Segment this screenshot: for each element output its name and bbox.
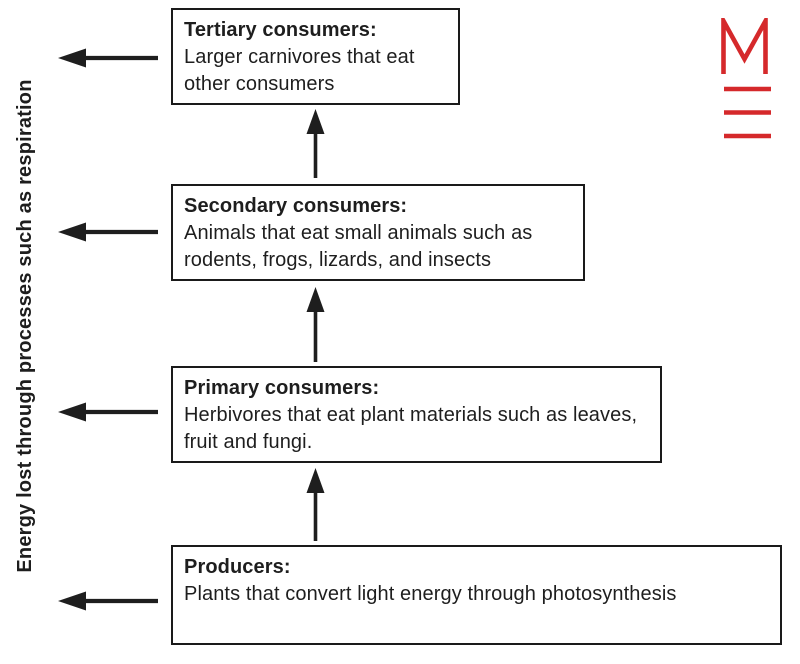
level-description: Animals that eat small animals such as r… xyxy=(184,222,533,271)
level-description: Plants that convert light energy through… xyxy=(184,583,677,605)
level-box-primary-consumers: Primary consumers: Herbivores that eat p… xyxy=(171,366,662,463)
energy-loss-left-arrow-producers xyxy=(58,591,158,611)
level-description: Larger carnivores that eat other consume… xyxy=(184,46,415,95)
logo-m-icon xyxy=(721,18,771,139)
energy-flow-up-arrow-producers-to-primary xyxy=(306,468,325,541)
level-title: Secondary consumers: xyxy=(184,195,408,217)
level-title: Producers: xyxy=(184,556,291,578)
energy-loss-axis-label: Energy lost through processes such as re… xyxy=(14,79,36,573)
level-box-secondary-consumers: Secondary consumers: Animals that eat sm… xyxy=(171,184,585,281)
level-title: Tertiary consumers: xyxy=(184,19,377,41)
energy-loss-left-arrow-tertiary xyxy=(58,48,158,68)
energy-flow-up-arrow-primary-to-secondary xyxy=(306,287,325,362)
level-box-tertiary-consumers: Tertiary consumers: Larger carnivores th… xyxy=(171,8,460,105)
energy-loss-left-arrow-primary xyxy=(58,402,158,422)
level-description: Herbivores that eat plant materials such… xyxy=(184,404,638,453)
level-box-producers: Producers: Plants that convert light ene… xyxy=(171,545,782,645)
level-title: Primary consumers: xyxy=(184,377,380,399)
energy-loss-left-arrow-secondary xyxy=(58,222,158,242)
energy-flow-up-arrow-secondary-to-tertiary xyxy=(306,109,325,178)
